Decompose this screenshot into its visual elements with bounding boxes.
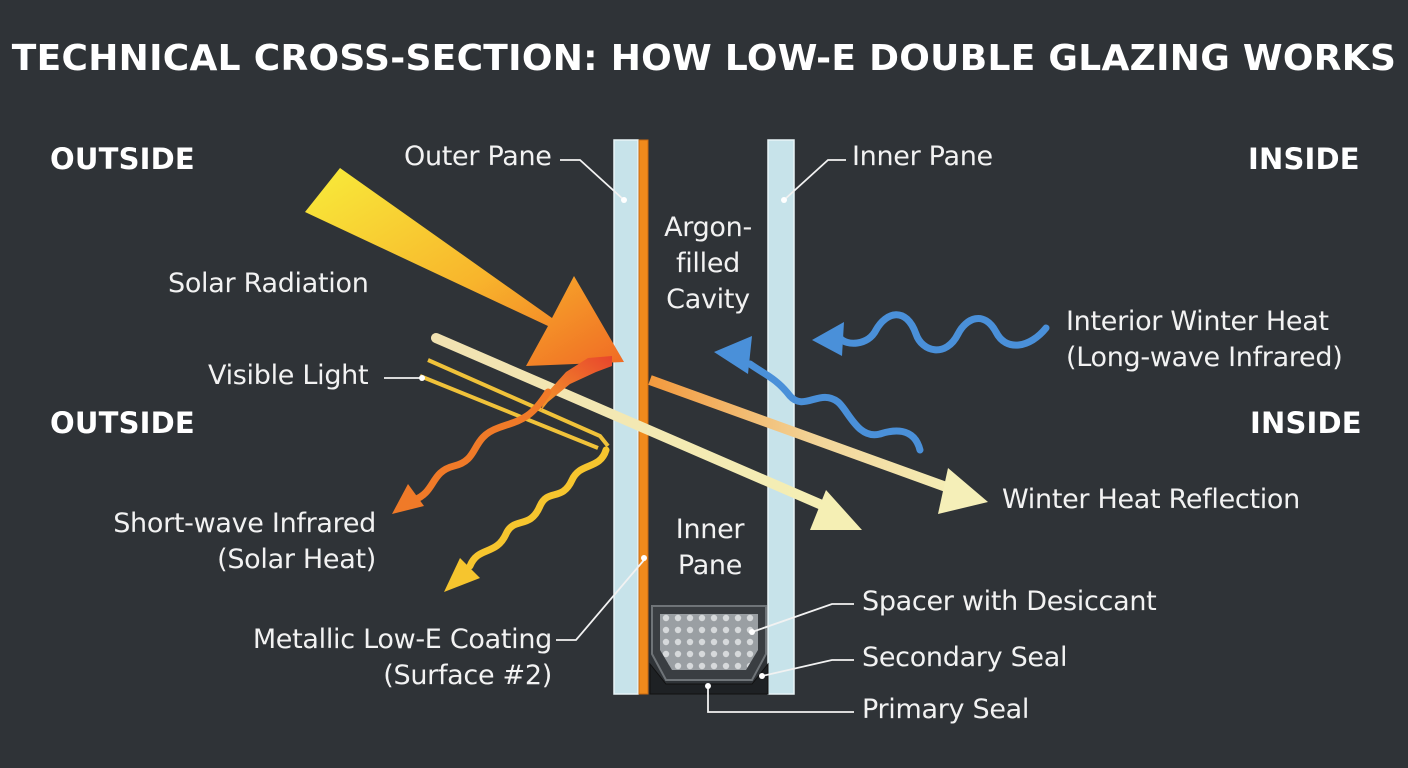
leader-secondary-seal	[761, 659, 854, 677]
yellow-reflected-wave	[466, 446, 610, 570]
short-wave-infrared-arrowhead	[392, 484, 424, 514]
argon-line-1: Argon-	[664, 212, 752, 243]
leader-dot-primary-seal	[705, 683, 711, 689]
primary-seal-label: Primary Seal	[862, 694, 1030, 725]
leader-coating	[556, 559, 645, 641]
leader-primary-seal	[707, 686, 854, 713]
inside-label-mid: INSIDE	[1250, 406, 1362, 440]
short-wave-infrared-label: Short-wave Infrared (Solar Heat)	[100, 506, 376, 578]
secondary-seal-label: Secondary Seal	[862, 642, 1068, 673]
leader-dot-inner-pane	[781, 197, 787, 203]
outside-label-mid: OUTSIDE	[50, 406, 195, 440]
spacer-label: Spacer with Desiccant	[862, 586, 1157, 617]
inner-pane-label-top: Inner Pane	[852, 141, 993, 172]
solar-radiation-label: Solar Radiation	[168, 268, 369, 299]
argon-cavity-label: Argon- filled Cavity	[652, 210, 764, 318]
spacer-desiccant-fill	[660, 614, 758, 670]
interior-heat-line-2: (Long-wave Infrared)	[1066, 342, 1343, 373]
winter-heat-reflection-ray	[648, 375, 962, 497]
short-wave-line-2: (Solar Heat)	[217, 544, 376, 575]
winter-heat-reflection-arrowhead	[938, 468, 988, 514]
leader-dot-visible-light	[419, 375, 425, 381]
solar-radiation-arrow	[305, 168, 624, 366]
outer-pane-label: Outer Pane	[404, 141, 552, 172]
reflected-heat-wave	[746, 360, 924, 454]
leader-dot-coating	[641, 555, 647, 561]
visible-light-arrowhead	[810, 490, 862, 530]
inner-pane-cavity-line-2: Pane	[677, 550, 743, 581]
argon-line-3: Cavity	[666, 284, 750, 315]
short-wave-infrared-wave	[410, 388, 552, 504]
inside-label-top: INSIDE	[1248, 142, 1360, 176]
interior-winter-heat-label: Interior Winter Heat (Long-wave Infrared…	[1066, 304, 1343, 376]
interior-winter-heat-wave	[836, 311, 1050, 354]
coating-line-1: Metallic Low-E Coating	[252, 624, 552, 655]
short-wave-line-1: Short-wave Infrared	[113, 508, 376, 539]
short-wave-red-beam	[540, 356, 612, 412]
leader-inner-pane-top	[783, 159, 846, 201]
low-e-coating-label: Metallic Low-E Coating (Surface #2)	[230, 622, 552, 694]
leader-dot-spacer	[749, 629, 755, 635]
leader-spacer	[751, 603, 854, 633]
inner-pane-cavity-label: Inner Pane	[660, 512, 760, 584]
inner-pane-glass	[767, 139, 795, 695]
outside-label-top: OUTSIDE	[50, 142, 195, 176]
diagram-title: TECHNICAL CROSS-SECTION: HOW LOW-E DOUBL…	[11, 38, 1397, 79]
visible-light-guide-lines	[419, 358, 610, 450]
interior-heat-line-1: Interior Winter Heat	[1066, 306, 1329, 337]
visible-light-ray	[431, 333, 843, 517]
leader-outer-pane	[560, 159, 625, 201]
leader-dot-outer-pane	[621, 197, 627, 203]
winter-heat-reflection-label: Winter Heat Reflection	[1002, 484, 1300, 515]
reflected-heat-arrowhead	[714, 336, 752, 374]
inner-pane-cavity-line-1: Inner	[675, 514, 745, 545]
leader-dot-secondary-seal	[759, 673, 765, 679]
argon-line-2: filled	[676, 248, 740, 279]
low-e-coating-layer	[638, 139, 649, 695]
visible-light-label: Visible Light	[208, 360, 369, 391]
yellow-reflected-arrowhead	[444, 558, 480, 592]
coating-line-2: (Surface #2)	[383, 660, 552, 691]
secondary-seal-shape	[649, 662, 769, 695]
interior-winter-heat-arrowhead	[812, 322, 844, 356]
